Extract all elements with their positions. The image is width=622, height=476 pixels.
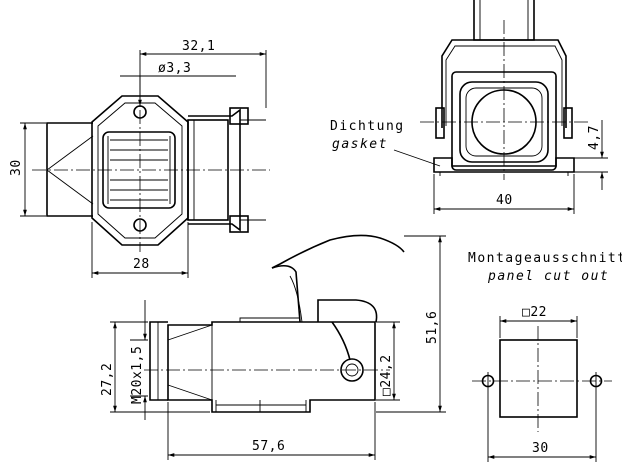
dim-51-6: 51,6 bbox=[425, 311, 440, 344]
dim-sq-24-2: □24,2 bbox=[379, 354, 394, 396]
cutout-title-en: panel cut out bbox=[487, 269, 609, 284]
dim-57-6: 57,6 bbox=[252, 439, 285, 454]
dim-27-2: 27,2 bbox=[100, 363, 115, 396]
dim-40: 40 bbox=[496, 193, 513, 208]
dim-30-top: 30 bbox=[9, 159, 24, 176]
top-view: 32,1 ø3,3 30 28 bbox=[9, 39, 270, 278]
gasket-label-en: gasket bbox=[332, 137, 388, 152]
cutout-title-de: Montageausschnitt bbox=[468, 251, 622, 266]
dim-30-cutout: 30 bbox=[532, 441, 549, 456]
dim-4-7: 4,7 bbox=[587, 125, 602, 150]
dim-m20x1-5: M20x1,5 bbox=[130, 346, 145, 404]
dim-dia-3-3: ø3,3 bbox=[158, 61, 191, 76]
gasket-label-de: Dichtung bbox=[330, 119, 405, 134]
dim-28: 28 bbox=[133, 257, 150, 272]
dim-32-1: 32,1 bbox=[182, 39, 215, 54]
front-view: Dichtung gasket 4,7 40 bbox=[330, 0, 608, 214]
side-view: 27,2 M20x1,5 □24,2 51,6 57,6 bbox=[100, 234, 446, 460]
panel-cutout-view: Montageausschnitt panel cut out □22 30 bbox=[468, 251, 622, 462]
dim-sq-22: □22 bbox=[522, 305, 547, 320]
